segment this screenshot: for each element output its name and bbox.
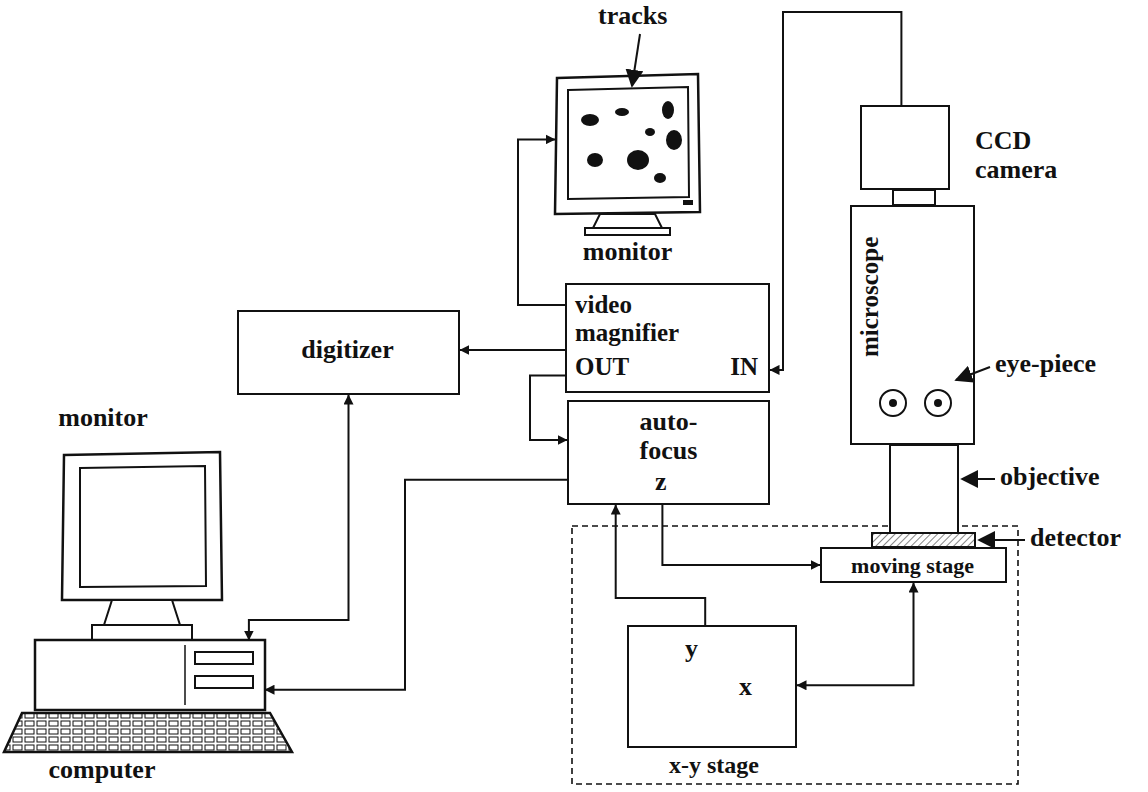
- connector-arrow: [265, 480, 567, 690]
- node-text: auto- focus: [619, 408, 719, 465]
- callout-label: detector: [1030, 524, 1121, 553]
- node-text: IN: [730, 353, 758, 381]
- digitizer-box: digitizer: [237, 310, 460, 395]
- computer-illustration: [4, 452, 292, 752]
- autofocus-box: auto- focus z: [567, 400, 770, 505]
- detector-plate: [872, 533, 975, 547]
- node-text: monitor: [555, 238, 700, 267]
- node-text: video magnifier: [575, 291, 693, 346]
- connector-arrow: [797, 583, 914, 685]
- node-text: CCD camera: [975, 127, 1075, 184]
- node-text: computer: [22, 756, 182, 785]
- microscope: microscope: [850, 205, 975, 445]
- moving-stage: moving stage: [820, 547, 1007, 583]
- callout-label: eye-piece: [995, 350, 1096, 379]
- connector-arrow: [518, 139, 565, 305]
- connector-arrow: [770, 12, 901, 370]
- node-text: OUT: [575, 353, 629, 381]
- node-text: microscope: [856, 237, 884, 357]
- connector-arrow: [530, 375, 567, 440]
- x-y-stage: yxx-y stage: [627, 625, 797, 748]
- monitor-illustration: [555, 74, 700, 235]
- node-text: z: [655, 468, 667, 497]
- video-magnifier-box: video magnifierOUT IN: [565, 283, 770, 393]
- node-text: y: [685, 635, 698, 664]
- node-text: x-y stage: [629, 752, 799, 778]
- computer: monitorcomputer: [35, 640, 265, 710]
- callout-label: objective: [1000, 463, 1100, 492]
- microscope-illustration: [872, 190, 975, 547]
- connector-arrow: [662, 505, 820, 565]
- objective-lens: [890, 445, 958, 533]
- connector-arrow: [460, 349, 565, 351]
- ccd-camera: CCD camera: [860, 105, 950, 190]
- node-text: moving stage: [822, 554, 1003, 578]
- connector-arrow: [249, 395, 349, 640]
- monitor: monitor: [555, 75, 700, 215]
- connector-arrow: [616, 505, 706, 625]
- node-text: digitizer: [239, 336, 456, 365]
- callout-label: tracks: [598, 2, 667, 31]
- node-text: monitor: [23, 404, 183, 433]
- node-text: x: [739, 673, 752, 702]
